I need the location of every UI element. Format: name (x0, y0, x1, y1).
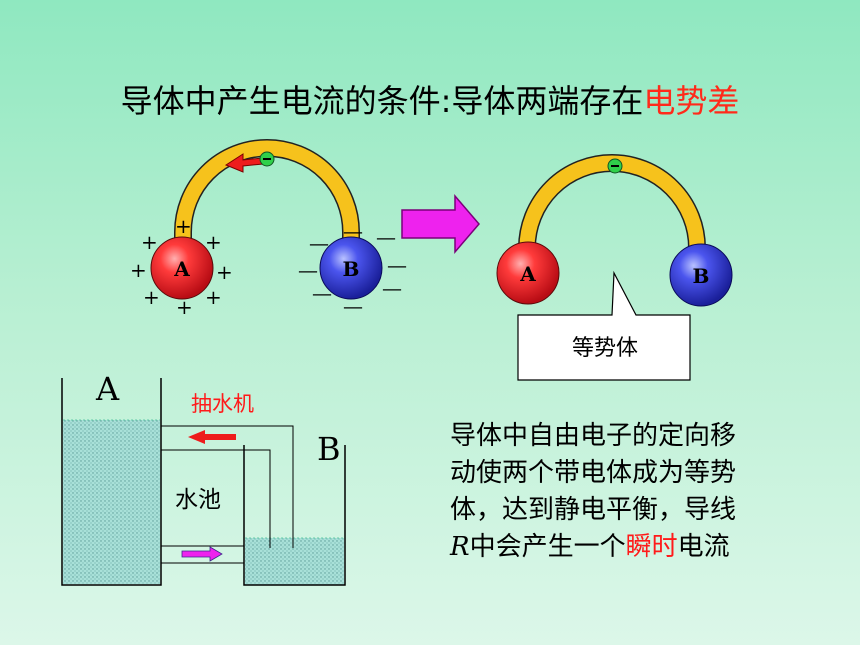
resistor-symbol: R (450, 532, 470, 562)
sphere-a-label: A (519, 262, 536, 286)
plus-sign: + (130, 258, 147, 282)
positive-charges: + + + + + + + + (130, 214, 233, 319)
pool-label: 水池 (175, 487, 221, 513)
tank-a-label: A (96, 370, 120, 408)
water-tank-a (61, 378, 162, 586)
plus-sign: + (176, 295, 193, 319)
electron-left (259, 151, 275, 167)
callout-box (517, 270, 691, 381)
minus-sign: — (312, 281, 332, 305)
plus-sign: + (141, 230, 158, 254)
minus-sign: — (298, 258, 318, 282)
callout-text: 等势体 (571, 336, 638, 361)
slide-title: 导体中产生电流的条件:导体两端存在电势差 (0, 76, 860, 122)
pipes (161, 425, 294, 564)
sphere-b-left: B (319, 236, 383, 300)
sphere-b-label: B (693, 264, 710, 288)
pump-label: 抽水机 (191, 392, 254, 416)
paragraph-text: 中会产生一个 (469, 532, 626, 562)
sphere-b-right: B (669, 243, 733, 307)
plus-sign: + (216, 260, 233, 284)
paragraph-highlight: 瞬时 (625, 532, 678, 562)
sphere-a-left: A (150, 236, 214, 300)
paragraph-line: 体，达到静电平衡，导线 (450, 495, 737, 525)
plus-sign: + (175, 214, 192, 238)
tank-b-label: B (317, 430, 341, 468)
title-highlight: 电势差 (643, 82, 740, 120)
explanation-paragraph: 导体中自由电子的定向移 动使两个带电体成为等势 体，达到静电平衡，导线 R中会产… (450, 418, 825, 566)
minus-sign: — (343, 219, 363, 243)
sphere-a-right: A (496, 241, 560, 305)
paragraph-line: 动使两个带电体成为等势 (450, 458, 737, 488)
plus-sign: + (205, 285, 222, 309)
sphere-a-label: A (173, 257, 190, 281)
sphere-b-label: B (343, 257, 360, 281)
plus-sign: + (143, 285, 160, 309)
right-conductor (518, 154, 706, 266)
water-tank-b (243, 445, 346, 586)
bottom-flow-arrow (181, 546, 223, 562)
minus-sign: — (382, 276, 402, 300)
electron-flow-arrow (224, 153, 264, 173)
plus-sign: + (205, 230, 222, 254)
minus-sign: — (309, 231, 329, 255)
paragraph-text: 电流 (677, 532, 730, 562)
paragraph-line: R中会产生一个瞬时电流 (450, 529, 825, 566)
negative-charges: — — — — — — — — (298, 219, 407, 318)
minus-sign: — (387, 253, 407, 277)
minus-sign: — (343, 294, 363, 318)
minus-sign: — (376, 225, 396, 249)
paragraph-line: 导体中自由电子的定向移 (450, 421, 737, 451)
pump-flow-arrow (188, 430, 236, 444)
electron-right (607, 158, 623, 174)
transition-arrow (401, 193, 480, 255)
title-text: 导体中产生电流的条件:导体两端存在 (120, 82, 644, 120)
left-conductor (174, 139, 360, 262)
